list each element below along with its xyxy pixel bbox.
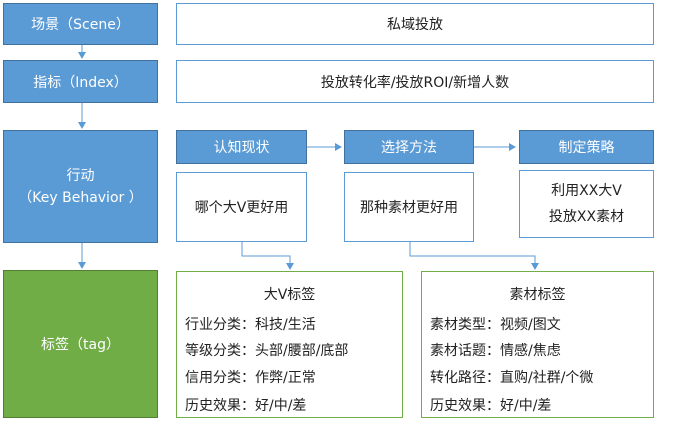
tag-panel-1-row-1: 行业分类：科技/生活: [185, 317, 316, 333]
step-body-1: 哪个大V更好用: [176, 172, 307, 242]
step-header-2: 选择方法: [344, 130, 474, 164]
tag-panel-2-row-1: 素材类型：视频/图文: [430, 317, 561, 333]
step-body-3-line1: 利用XX大V: [551, 183, 622, 199]
index-value: 投放转化率/投放ROI/新增人数: [320, 74, 510, 91]
step-title-1: 认知现状: [213, 140, 270, 156]
scene-label-box: 场景（Scene）: [3, 3, 158, 45]
tag-panel-1-row-3: 信用分类：作弊/正常: [185, 370, 316, 386]
arrow-step2-to-tag2: [409, 242, 539, 270]
step-header-3: 制定策略: [519, 130, 654, 164]
tag-panel-2: 素材标签 素材类型：视频/图文 素材话题：情感/焦虑 转化路径：直购/社群/个微…: [421, 271, 654, 418]
action-label-box: 行动 （Key Behavior ）: [3, 130, 158, 243]
step-body-2-line1: 那种素材更好用: [360, 200, 458, 216]
step-body-3-line2: 投放XX素材: [548, 209, 625, 225]
tag-panel-2-row-4: 历史效果：好/中/差: [430, 398, 552, 414]
tag-panel-2-row-3: 转化路径：直购/社群/个微: [430, 370, 594, 386]
tag-panel-1-title: 大V标签: [263, 287, 316, 303]
action-label-line2: （Key Behavior ）: [18, 189, 143, 206]
action-label-line1: 行动: [66, 167, 95, 184]
tag-panel-2-row-2: 素材话题：情感/焦虑: [430, 343, 561, 359]
tag-panel-1-row-2: 等级分类：头部/腰部/底部: [185, 343, 349, 359]
step-header-1: 认知现状: [176, 130, 307, 164]
tag-panel-1: 大V标签 行业分类：科技/生活 等级分类：头部/腰部/底部 信用分类：作弊/正常…: [176, 271, 403, 418]
step-body-2: 那种素材更好用: [344, 172, 474, 242]
index-label: 指标（Index）: [33, 74, 128, 91]
tag-label-box: 标签（tag）: [3, 270, 158, 418]
scene-label: 场景（Scene）: [31, 17, 130, 33]
step-body-3: 利用XX大V 投放XX素材: [519, 170, 654, 238]
step-title-2: 选择方法: [381, 140, 437, 156]
tag-panel-1-row-4: 历史效果：好/中/差: [185, 398, 307, 414]
arrow-step1-to-tag1: [241, 242, 294, 270]
tag-label: 标签（tag）: [41, 337, 120, 353]
index-value-box: 投放转化率/投放ROI/新增人数: [176, 60, 654, 103]
scene-value: 私域投放: [387, 17, 443, 33]
index-label-box: 指标（Index）: [3, 60, 158, 103]
step-title-3: 制定策略: [558, 140, 615, 156]
tag-panel-2-title: 素材标签: [509, 287, 566, 303]
step-body-1-line1: 哪个大V更好用: [194, 200, 289, 216]
scene-value-box: 私域投放: [176, 3, 654, 45]
